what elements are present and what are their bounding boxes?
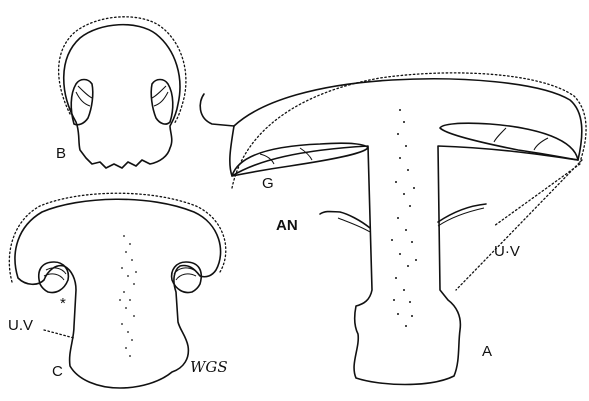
figure-c-stipe-specks bbox=[119, 235, 137, 357]
figure-b-outline bbox=[64, 25, 180, 168]
figure-b-veil-dotted bbox=[59, 17, 186, 124]
figure-a-cap-underside bbox=[230, 126, 578, 385]
figure-a-uv-pointer-lower bbox=[456, 160, 582, 290]
figure-a-cap-top bbox=[234, 79, 582, 160]
figure-b-left-gill-lines bbox=[76, 86, 92, 106]
figure-c: * U.V C WGS bbox=[8, 193, 228, 388]
figure-c-star-label: * bbox=[60, 295, 66, 312]
figure-b-right-gill-lines bbox=[152, 86, 168, 106]
figure-a-stipe-specks bbox=[391, 109, 417, 327]
figure-c-uv-pointer bbox=[44, 330, 74, 338]
figure-c-uv-label: U.V bbox=[8, 317, 33, 334]
figure-a-label: A bbox=[482, 343, 492, 360]
figure-a: G AN U·V A bbox=[200, 73, 586, 385]
figure-a-uv-pointer-upper bbox=[494, 164, 580, 226]
figure-c-left-gill bbox=[39, 262, 69, 293]
figure-a-right-gill bbox=[440, 123, 578, 160]
figure-b-label: B bbox=[56, 145, 66, 162]
figure-a-left-nerve bbox=[320, 212, 370, 229]
figure-c-label: C bbox=[52, 363, 63, 380]
figure-a-g-label: G bbox=[262, 175, 274, 192]
figure-a-right-nerve bbox=[438, 204, 486, 222]
figure-b-right-gill bbox=[151, 80, 173, 125]
artist-signature: WGS bbox=[190, 358, 228, 376]
figure-a-torn-veil-left bbox=[200, 94, 234, 126]
figure-a-an-label: AN bbox=[276, 217, 298, 234]
figure-a-uv-label: U·V bbox=[494, 243, 520, 260]
figure-b: B bbox=[56, 17, 186, 168]
